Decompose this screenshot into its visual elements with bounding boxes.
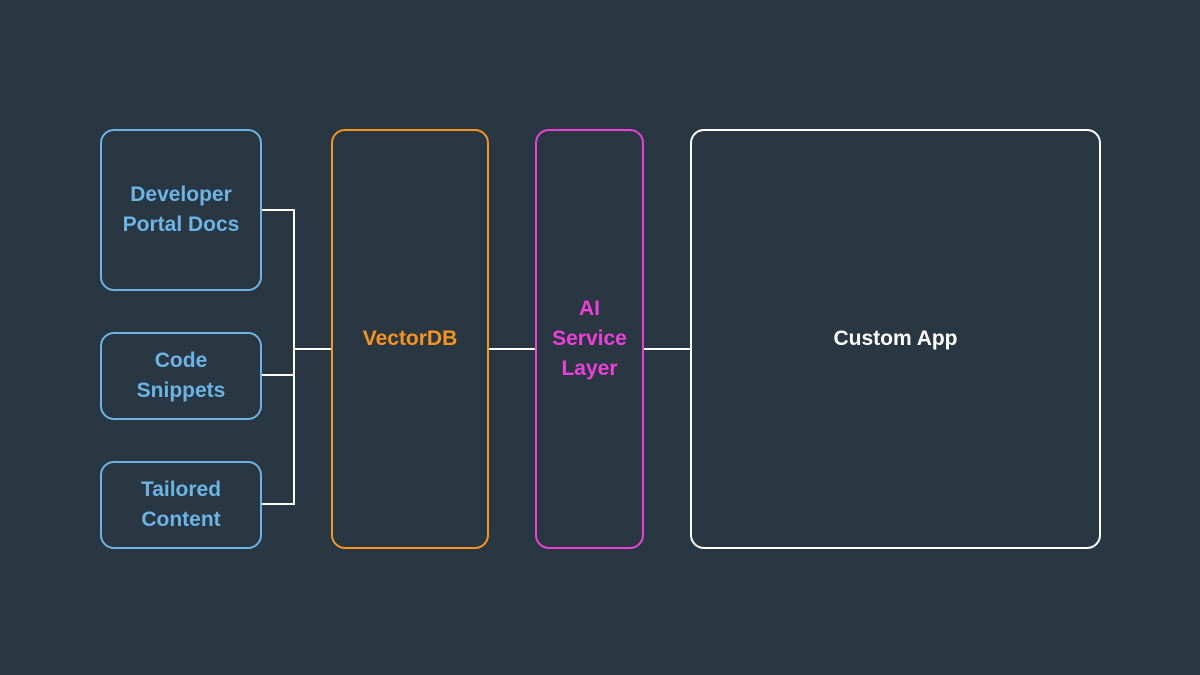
node-label-line: Snippets [136, 379, 226, 402]
connector-developer-portal-docs-to-vectordb [262, 209, 331, 350]
node-label-line: Service [552, 327, 627, 350]
node-label-line: Developer [130, 183, 232, 206]
connector-tailored-content-to-vectordb [262, 349, 295, 505]
node-ai-service-layer: AI Service Layer [535, 129, 644, 549]
node-tailored-content: Tailored Content [100, 461, 262, 549]
node-label-line: Code [154, 349, 208, 372]
node-label-line: Content [141, 508, 221, 531]
node-label-line: Layer [561, 357, 618, 380]
node-custom-app: Custom App [690, 129, 1101, 549]
node-label-line: AI [578, 297, 600, 320]
node-vectordb: VectorDB [331, 129, 489, 549]
node-label-line: VectorDB [362, 327, 458, 350]
node-developer-portal-docs: Developer Portal Docs [100, 129, 262, 291]
node-label-line: Custom App [833, 327, 958, 350]
node-label-line: Tailored [140, 478, 222, 501]
node-label-line: Portal Docs [122, 213, 240, 236]
node-code-snippets: Code Snippets [100, 332, 262, 420]
